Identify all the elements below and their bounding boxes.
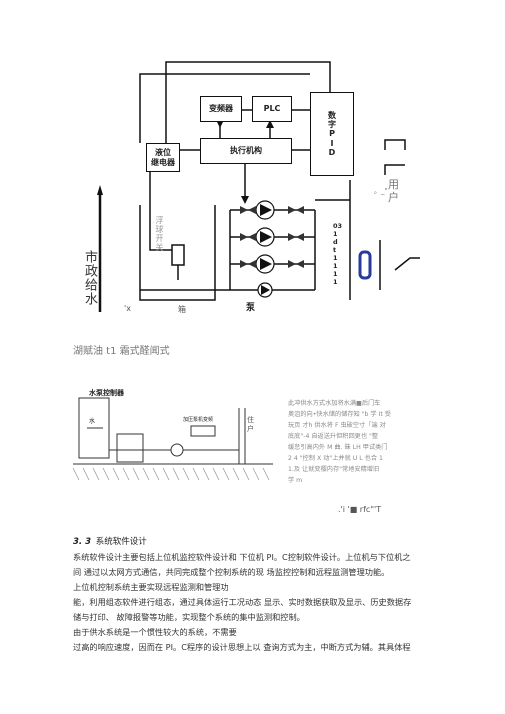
booster-pump-label: 加压泵机变频 — [183, 417, 214, 423]
section-title: 系统软件设计 — [95, 537, 147, 547]
figure-2-caption: 湖赋油 t1 霜式醛闻式 — [73, 346, 170, 357]
inverter-box: 变频器 — [200, 96, 242, 122]
diagram-2-lines — [73, 397, 273, 481]
desc-line: 1.及 让就变樱内存"常地安精增旧 — [288, 466, 380, 473]
diagram-1-lines — [97, 61, 420, 312]
paragraph-line: 由于供水系统是一个惯性较大的系统，不需要 — [73, 627, 237, 637]
digital-pid-box: 数 字 P I D — [310, 92, 354, 176]
paragraph-line: 间 通过以太网方式通信，共同完成整个控制系统的现 场监控控制和远程监测管理功能。 — [73, 567, 390, 577]
user-label: 用 户 — [388, 178, 399, 204]
municipal-water-label: 市政给水 — [82, 250, 97, 306]
paragraph-line: 能，利用组态软件进行组态，通过具体运行工况动态 显示、实时数据获取及显示、历史数… — [73, 597, 412, 607]
paragraph-line: 系统软件设计主要包括上位机监控软件设计和 下位机 PI。C控制软件设计。上位机与… — [73, 552, 411, 562]
paragraph-line: 过高的响应速度，因而在 PI。C程序的设计思想上以 查询方式为主，中断方式为辅。… — [73, 642, 411, 652]
x-mark: 'x — [124, 304, 131, 313]
actuator-box: 执行机构 — [200, 138, 292, 164]
desc-line: 此冲供水方式水加将水满■后门车 — [288, 400, 381, 407]
diagram-2: 水泵控制器 水 加压泵机变频 住户 — [73, 388, 283, 488]
tank-label-2: 水 — [89, 418, 96, 425]
desc-line: 底底"-4 自返送升但积回更也 "整 — [288, 433, 379, 440]
desc-line: 学 m — [288, 477, 303, 484]
plc-box: PLC — [252, 96, 292, 122]
desc-line: 玩页 才h 供水将 F 虫破空寸「端 对 — [288, 422, 386, 429]
paragraph-line: 储与打印、 故障报警等功能，实现整个系统的集中监测和控制。 — [73, 612, 305, 622]
desc-line: 奥沮的向•快水储的储存知 "b 学 It 受 — [288, 411, 391, 418]
paragraph-line: 上位机控制系统主要实现远程监测和管理功 — [73, 582, 229, 592]
right-stack-label: 03 1 d t 1 1 1 1 — [333, 222, 343, 286]
desc-line: 2 4 "控制 X 动"上并就 U L 也合 1 — [288, 455, 383, 462]
diagram-2-footer: .'i '■ rfc"'T — [338, 505, 382, 514]
user-marks: 。_" — [374, 187, 388, 195]
section-body: 系统软件设计主要包括上位机监控软件设计和 下位机 PI。C控制软件设计。上位机与… — [73, 550, 445, 655]
pump-label: 泵 — [246, 303, 256, 313]
float-switch-label: 浮球开关 — [155, 216, 164, 252]
section-number: 3. 3 — [73, 537, 92, 547]
diagram-2-description: 此冲供水方式水加将水满■后门车 奥沮的向•快水储的储存知 "b 学 It 受 玩… — [288, 398, 438, 486]
desc-line: 缓怠引高内外 M 曲. 昧 LH 甲试类门 — [288, 444, 388, 451]
pump-controller-title: 水泵控制器 — [89, 389, 124, 397]
resident-label: 住户 — [247, 416, 254, 433]
level-relay-box: 液位 继电器 — [146, 143, 180, 172]
section-heading: 3. 3 系统软件设计 — [73, 535, 147, 547]
diagram-1: 变频器 PLC 数 字 P I D 液位 继电器 执行机构 用 户 。_" 市政… — [0, 0, 505, 330]
tank-label: 箱 — [178, 305, 186, 314]
